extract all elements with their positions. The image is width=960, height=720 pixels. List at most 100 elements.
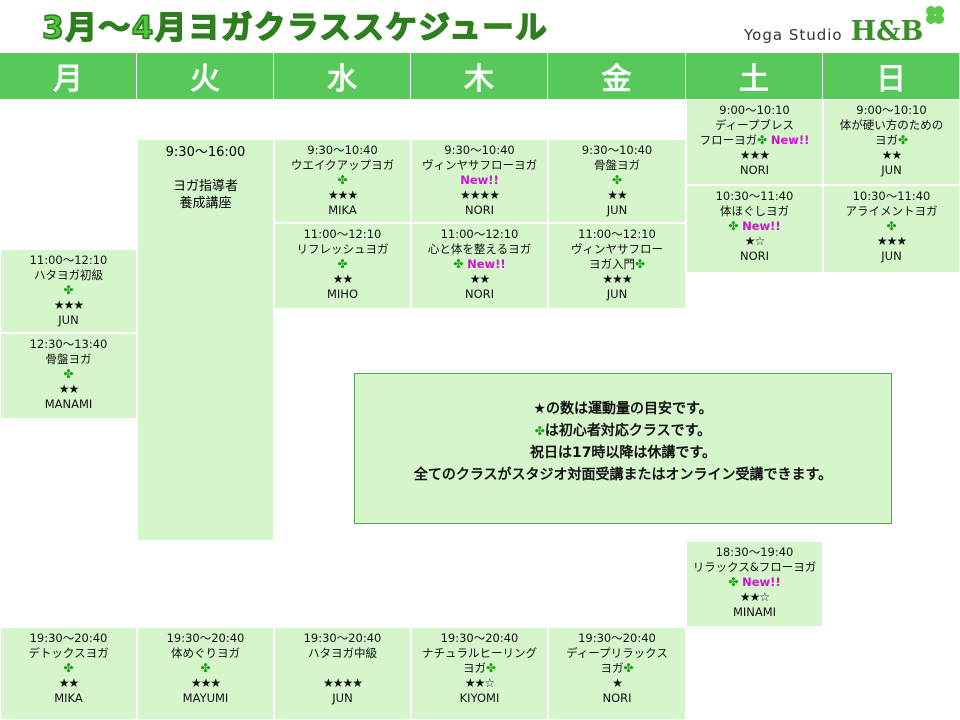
class-time: 19:30～20:40 bbox=[440, 631, 519, 645]
clover-icon: ✤ bbox=[623, 661, 634, 675]
class-name: ヨガ✤ bbox=[600, 661, 634, 675]
clover-line: ✤ bbox=[886, 219, 896, 234]
class-stars: ★★★ bbox=[739, 148, 770, 162]
clover-icon: ✤ bbox=[200, 661, 211, 675]
clover-icon: ✤ bbox=[886, 219, 897, 233]
clover-icon: ✤ bbox=[634, 257, 646, 271]
new-badge: New!! bbox=[742, 219, 781, 233]
day-header-0: 月 bbox=[0, 53, 137, 99]
class-time: 11:00～12:10 bbox=[578, 227, 656, 241]
class-name: リラックス&フローヨガ bbox=[692, 560, 817, 574]
class-time: 9:30～10:40 bbox=[307, 143, 378, 157]
class-name: ヨガ✤ bbox=[874, 133, 909, 147]
day-header-5: 土 bbox=[686, 53, 823, 99]
clover-icon: ✤ bbox=[337, 173, 348, 187]
class-time: 10:30～11:40 bbox=[715, 189, 794, 203]
class-time: 19:30～20:40 bbox=[578, 631, 656, 645]
class-name: 体が硬い方のための bbox=[839, 118, 944, 132]
class-time: 11:00～12:10 bbox=[29, 253, 108, 267]
clover-icon: ✤ bbox=[611, 173, 623, 187]
clover-icon: ✤ bbox=[534, 424, 545, 438]
studio-logo: Yoga Studio H&B bbox=[744, 6, 944, 48]
class-time: 19:30～20:40 bbox=[166, 631, 245, 645]
class-stars: ★★★ bbox=[53, 298, 84, 312]
note-online: 全てのクラスがスタジオ対面受講またはオンライン受講できます。 bbox=[413, 467, 833, 483]
class-time: 12:30～13:40 bbox=[29, 337, 108, 351]
day-header-2: 水 bbox=[274, 53, 411, 99]
class-teacher: MAYUMI bbox=[182, 691, 229, 705]
day-header-6: 日 bbox=[823, 53, 960, 99]
class-name: 体ほぐしヨガ bbox=[720, 204, 789, 218]
class-time: 9:30～10:40 bbox=[444, 143, 515, 157]
clover-icon: ✤ bbox=[897, 133, 909, 147]
class-stars: ★★★ bbox=[876, 234, 907, 248]
class-name: ディープリラックス bbox=[566, 646, 668, 660]
day-header-4: 金 bbox=[548, 53, 686, 99]
class-name: ナチュラルヒーリング bbox=[422, 646, 537, 660]
class-name: ウエイクアップヨガ bbox=[290, 158, 395, 172]
clover-line: ✤ New!! bbox=[728, 575, 780, 590]
clover-line: ✤ bbox=[337, 173, 347, 188]
class-time: 9:30～10:40 bbox=[581, 143, 653, 157]
class-time: 9:00～10:10 bbox=[719, 103, 790, 117]
new-badge: New!! bbox=[460, 173, 499, 187]
class-time: 11:00～12:10 bbox=[303, 227, 382, 241]
clover-line: ✤ bbox=[63, 661, 73, 676]
class-time: 11:00～12:10 bbox=[440, 227, 519, 241]
class-teacher: MIHO bbox=[326, 287, 358, 301]
class-stars: ★☆ bbox=[744, 234, 765, 248]
class-stars: ★★★ bbox=[327, 188, 358, 202]
class-stars: ★★★ bbox=[190, 676, 221, 690]
class-name: ヴィンヤサフロー bbox=[571, 242, 663, 256]
class-name: ハタヨガ中級 bbox=[308, 646, 377, 660]
class-name: アライメントヨガ bbox=[845, 204, 938, 218]
class-name: リフレッシュヨガ bbox=[296, 242, 389, 256]
page-title: 3月～4月ヨガクラススケジュール bbox=[41, 9, 549, 47]
class-name: ハタヨガ初級 bbox=[34, 268, 103, 282]
tuesday-training-block[interactable]: 9:30～16:00 ヨガ指導者 養成講座 bbox=[137, 139, 274, 541]
notes-box: ★の数は運動量の目安です。 ✤は初心者対応クラスです。 祝日は17時以降は休講で… bbox=[354, 373, 892, 524]
clover-icon: ✤ bbox=[63, 283, 74, 297]
class-teacher: KIYOMI bbox=[459, 691, 500, 705]
class-time: 18:30～19:40 bbox=[715, 545, 794, 559]
class-teacher: NORI bbox=[739, 163, 770, 177]
class-stars: ★★ bbox=[58, 382, 79, 396]
clover-line: ✤ bbox=[612, 173, 622, 188]
clover-line: ✤ bbox=[337, 257, 347, 272]
class-teacher: JUN bbox=[606, 203, 628, 217]
clover-line: ✤ bbox=[200, 661, 210, 676]
clover-icon: ✤ bbox=[485, 661, 497, 675]
class-stars: ★★ bbox=[332, 272, 353, 286]
class-stars: ★★☆ bbox=[739, 590, 770, 604]
day-header-3: 木 bbox=[411, 53, 548, 99]
class-name: ヨガ入門✤ bbox=[588, 257, 646, 271]
class-teacher: JUN bbox=[58, 313, 79, 327]
class-stars: ★★☆ bbox=[464, 676, 495, 690]
class-stars: ★ bbox=[612, 676, 623, 690]
class-name: デトックスヨガ bbox=[28, 646, 109, 660]
tuesday-training-time: 9:30～16:00 bbox=[165, 145, 246, 160]
new-line: New!! bbox=[460, 173, 499, 188]
class-stars: ★★ bbox=[469, 272, 490, 286]
clover-line: ✤ bbox=[63, 283, 73, 298]
class-name: 骨盤ヨガ bbox=[45, 352, 92, 366]
class-stars: ★★ bbox=[881, 148, 902, 162]
